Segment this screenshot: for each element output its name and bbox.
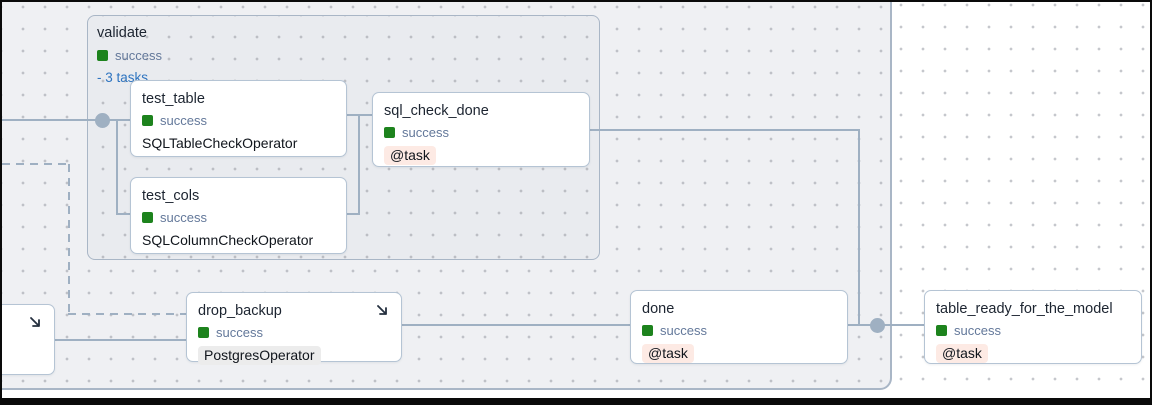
edge xyxy=(402,324,630,326)
node-status-label: success xyxy=(216,325,263,340)
status-square-icon xyxy=(198,327,209,338)
node-operator: SQLColumnCheckOperator xyxy=(142,232,314,248)
edge xyxy=(358,114,360,215)
edge xyxy=(848,324,924,326)
node-operator-badge: @task xyxy=(936,344,988,363)
node-title: done xyxy=(642,301,675,317)
task-node-done[interactable]: done success @task xyxy=(630,290,848,364)
group-title: validate xyxy=(97,25,147,41)
status-square-icon xyxy=(936,325,947,336)
node-status-label: success xyxy=(660,323,707,338)
task-node-table-ready-for-the-model[interactable]: table_ready_for_the_model success @task xyxy=(924,290,1142,364)
status-square-icon xyxy=(142,212,153,223)
edge-junction-dot xyxy=(95,113,110,128)
node-title: drop_backup xyxy=(198,303,282,319)
node-title: test_cols xyxy=(142,188,200,204)
clipped-task-node[interactable] xyxy=(2,304,55,375)
node-operator: SQLTableCheckOperator xyxy=(142,135,298,151)
edge xyxy=(55,339,186,341)
node-status-label: success xyxy=(160,113,207,128)
task-node-test-cols[interactable]: test_cols success SQLColumnCheckOperator xyxy=(130,177,347,254)
node-title: test_table xyxy=(142,91,205,107)
node-title: sql_check_done xyxy=(384,103,489,119)
dashed-edge xyxy=(68,164,70,314)
status-square-icon xyxy=(142,115,153,126)
node-status-label: success xyxy=(954,323,1001,338)
status-square-icon xyxy=(384,127,395,138)
edge xyxy=(2,119,102,121)
task-node-test-table[interactable]: test_table success SQLTableCheckOperator xyxy=(130,80,347,157)
node-title: table_ready_for_the_model xyxy=(936,301,1113,317)
task-node-sql-check-done[interactable]: sql_check_done success @task xyxy=(372,92,590,167)
edge xyxy=(590,129,860,131)
node-status-label: success xyxy=(160,210,207,225)
dashed-edge xyxy=(68,313,186,315)
node-operator-badge: PostgresOperator xyxy=(198,346,321,365)
edge xyxy=(858,129,860,326)
status-square-icon xyxy=(642,325,653,336)
arrow-down-right-icon xyxy=(30,317,40,327)
group-status-label: success xyxy=(115,48,162,63)
edge xyxy=(116,119,118,215)
edge-junction-dot xyxy=(870,318,885,333)
edge xyxy=(116,213,130,215)
dashed-edge xyxy=(2,163,70,165)
edge xyxy=(347,213,360,215)
task-node-drop-backup[interactable]: drop_backup success PostgresOperator xyxy=(186,292,402,365)
node-operator-badge: @task xyxy=(642,344,694,363)
node-operator-badge: @task xyxy=(384,146,436,165)
status-square-icon xyxy=(97,50,108,61)
node-status-label: success xyxy=(402,125,449,140)
arrow-down-right-icon xyxy=(377,305,387,315)
